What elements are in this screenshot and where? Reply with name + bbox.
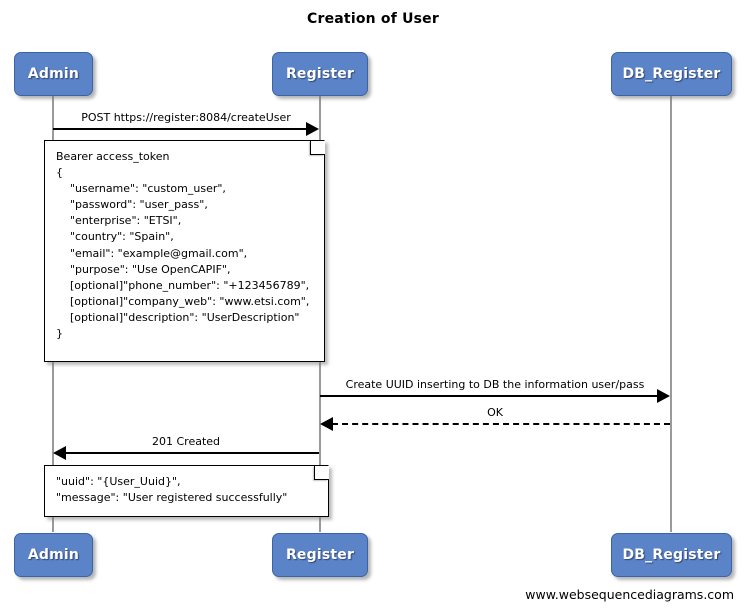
- message-line-ok: [332, 423, 670, 425]
- message-line-create-uuid: [320, 395, 658, 397]
- arrowhead-left-icon-201-created: [53, 446, 66, 460]
- footer-credit: www.websequencediagrams.com: [525, 587, 734, 602]
- note-response-payload: "uuid": "{User_Uuid}", "message": "User …: [44, 465, 329, 517]
- message-label-201-created: 201 Created: [151, 435, 221, 448]
- participant-admin-label-bottom: Admin: [27, 547, 80, 563]
- participant-register-label: Register: [285, 66, 355, 82]
- page-title: Creation of User: [307, 11, 439, 27]
- participant-register-top[interactable]: Register: [272, 52, 368, 96]
- message-label-create-uuid: Create UUID inserting to DB the informat…: [345, 378, 645, 391]
- message-label-post-create-user: POST https://register:8084/createUser: [81, 111, 291, 124]
- participant-register-label-bottom: Register: [285, 547, 355, 563]
- participant-db-register-label: DB_Register: [622, 66, 721, 82]
- note-fold-icon: [310, 141, 324, 155]
- arrowhead-right-icon-post-create-user: [306, 122, 319, 136]
- arrowhead-right-icon-create-uuid: [657, 389, 670, 403]
- message-line-201-created: [65, 452, 319, 454]
- participant-admin-bottom[interactable]: Admin: [14, 533, 93, 577]
- participant-admin-label: Admin: [27, 66, 80, 82]
- participant-db-register-top[interactable]: DB_Register: [611, 52, 732, 96]
- note-response-payload-text: "uuid": "{User_Uuid}", "message": "User …: [56, 475, 288, 505]
- note-fold-icon: [314, 466, 328, 480]
- note-request-payload: Bearer access_token { "username": "custo…: [44, 140, 325, 362]
- arrowhead-left-icon-ok: [320, 417, 333, 431]
- lifeline-db-register: [670, 96, 672, 532]
- note-request-payload-text: Bearer access_token { "username": "custo…: [56, 150, 310, 341]
- participant-db-register-label-bottom: DB_Register: [622, 547, 721, 563]
- participant-db-register-bottom[interactable]: DB_Register: [611, 533, 732, 577]
- message-label-ok: OK: [487, 406, 503, 419]
- participant-register-bottom[interactable]: Register: [272, 533, 368, 577]
- message-line-post-create-user: [53, 128, 307, 130]
- participant-admin-top[interactable]: Admin: [14, 52, 93, 96]
